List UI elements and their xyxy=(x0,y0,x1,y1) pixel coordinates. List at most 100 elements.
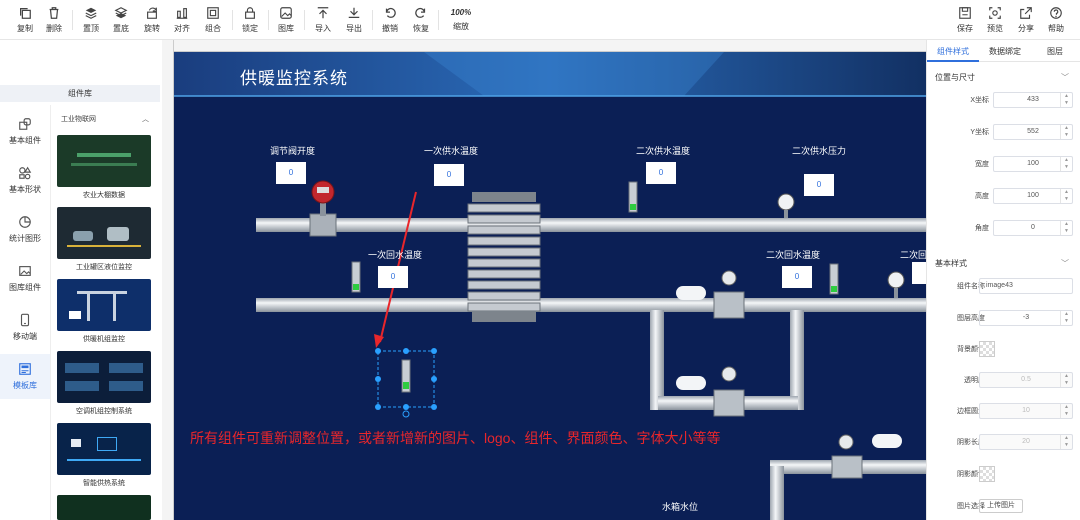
tab-layers[interactable]: 图层 xyxy=(1047,47,1063,56)
template-thumbnail xyxy=(57,135,151,187)
preview-icon xyxy=(989,7,1001,19)
vertical-ruler[interactable] xyxy=(162,40,174,520)
preview-button[interactable]: 预览 xyxy=(980,6,1010,36)
gallery-button[interactable]: 图库 xyxy=(271,6,301,36)
redo-icon xyxy=(415,7,426,18)
tab-mobile[interactable]: 移动端 xyxy=(0,305,50,350)
shadow-length-input[interactable]: 20▲▼ xyxy=(979,434,1073,450)
value-box-primary-return[interactable]: 0 xyxy=(378,266,408,288)
height-row: 高度 100▲▼ xyxy=(927,188,1080,204)
tab-template-library[interactable]: 模板库 xyxy=(0,354,50,399)
template-thumbnail xyxy=(57,207,151,259)
x-coordinate-row: X坐标 433▲▼ xyxy=(927,92,1080,108)
save-button[interactable]: 保存 xyxy=(950,6,980,36)
stepper-icon[interactable]: ▲▼ xyxy=(1060,157,1072,171)
import-button[interactable]: 导入 xyxy=(308,6,338,36)
component-library-header: 组件库 xyxy=(0,85,160,102)
template-card[interactable]: 空调机组控制系统 xyxy=(57,351,151,416)
rotate-icon xyxy=(147,7,157,19)
component-name-input[interactable]: image43 xyxy=(979,278,1073,294)
y-coordinate-input[interactable]: 552▲▼ xyxy=(993,124,1073,140)
pipe-cap xyxy=(676,376,706,390)
x-coordinate-input[interactable]: 433▲▼ xyxy=(993,92,1073,108)
width-input[interactable]: 100▲▼ xyxy=(993,156,1073,172)
toolbar-divider xyxy=(72,10,73,30)
shadow-color-picker[interactable] xyxy=(979,466,995,482)
value-box-secondary-pressure[interactable]: 0 xyxy=(804,174,834,196)
zoom-control[interactable]: 100% 缩放 xyxy=(450,8,472,31)
stepper-icon[interactable]: ▲▼ xyxy=(1060,93,1072,107)
template-card[interactable]: 供暖机组监控 xyxy=(57,279,151,344)
thermometer-sensor xyxy=(628,181,638,213)
horizontal-ruler[interactable] xyxy=(162,40,926,52)
background-color-picker[interactable] xyxy=(979,341,995,357)
share-button[interactable]: 分享 xyxy=(1011,6,1041,36)
pressure-gauge xyxy=(777,193,795,218)
template-thumbnail xyxy=(57,423,151,475)
bring-to-top-button[interactable]: 置顶 xyxy=(76,6,106,36)
rotate-button[interactable]: 旋转 xyxy=(137,6,167,36)
thermometer-sensor xyxy=(829,263,839,295)
layer-height-row: 图层高度 -3▲▼ xyxy=(927,310,1080,326)
upload-image-button[interactable]: 上传图片 xyxy=(979,499,1023,513)
help-button[interactable]: 帮助 xyxy=(1041,6,1071,36)
page-title: 供暖监控系统 xyxy=(240,69,348,88)
value-box-secondary-return[interactable]: 0 xyxy=(782,266,812,288)
top-toolbar: 复制 删除 置顶 置底 旋转 对齐 组合 锁定 图库 导入 导出 撤销 恢复 xyxy=(0,0,1080,40)
height-input[interactable]: 100▲▼ xyxy=(993,188,1073,204)
opacity-input[interactable]: 0.5▲▼ xyxy=(979,372,1073,388)
value-box-valve[interactable]: 0 xyxy=(276,162,306,184)
delete-button[interactable]: 删除 xyxy=(39,6,69,36)
template-card[interactable] xyxy=(57,495,151,520)
layer-height-input[interactable]: -3▲▼ xyxy=(979,310,1073,326)
tab-basic-shapes[interactable]: 基本形状 xyxy=(0,158,50,203)
stepper-icon[interactable]: ▲▼ xyxy=(1060,221,1072,235)
template-card[interactable]: 农业大棚数据 xyxy=(57,135,151,200)
tab-data-binding[interactable]: 数据绑定 xyxy=(989,47,1021,56)
save-icon xyxy=(959,7,971,19)
stepper-icon[interactable]: ▲▼ xyxy=(1060,435,1072,449)
design-stage[interactable]: 供暖监控系统 调节阀开度 0 一次供水温度 0 二次供水温度 0 二次供水压力 … xyxy=(174,52,926,520)
undo-button[interactable]: 撤销 xyxy=(375,6,405,36)
title-bar xyxy=(174,52,926,96)
align-button[interactable]: 对齐 xyxy=(167,6,197,36)
value-box-clipped[interactable] xyxy=(912,262,926,284)
stepper-icon[interactable]: ▲▼ xyxy=(1060,404,1072,418)
stepper-icon[interactable]: ▲▼ xyxy=(1060,373,1072,387)
stepper-icon[interactable]: ▲▼ xyxy=(1060,125,1072,139)
stepper-icon[interactable]: ▲▼ xyxy=(1060,311,1072,325)
export-button[interactable]: 导出 xyxy=(339,6,369,36)
value-box-secondary-supply[interactable]: 0 xyxy=(646,162,676,184)
template-icon xyxy=(19,363,31,375)
thermometer-sensor xyxy=(351,261,361,293)
angle-input[interactable]: 0▲▼ xyxy=(993,220,1073,236)
chevron-down-icon: ﹀ xyxy=(1061,73,1069,82)
template-list-panel: 工业物联网 ︿ 农业大棚数据 工业罐区液位监控 供暖机组监控 xyxy=(50,105,160,520)
help-icon xyxy=(1050,7,1062,19)
chevron-down-icon: ﹀ xyxy=(1061,259,1069,268)
tab-image-library[interactable]: 图库组件 xyxy=(0,256,50,301)
tab-charts[interactable]: 统计图形 xyxy=(0,207,50,252)
template-card[interactable]: 智能供热系统 xyxy=(57,423,151,488)
lock-button[interactable]: 锁定 xyxy=(235,6,265,36)
shadow-length-row: 阴影长度 20▲▼ xyxy=(927,434,1080,450)
redo-button[interactable]: 恢复 xyxy=(406,6,436,36)
y-coordinate-row: Y坐标 552▲▼ xyxy=(927,124,1080,140)
copy-button[interactable]: 复制 xyxy=(10,6,40,36)
group-button[interactable]: 组合 xyxy=(198,6,228,36)
tab-component-style[interactable]: 组件样式 xyxy=(937,47,969,56)
template-group-header[interactable]: 工业物联网 ︿ xyxy=(61,116,149,123)
send-to-bottom-button[interactable]: 置底 xyxy=(106,6,136,36)
template-card[interactable]: 工业罐区液位监控 xyxy=(57,207,151,272)
label-secondary-return-temp: 二次回水温度 xyxy=(766,250,821,260)
delete-icon xyxy=(49,7,59,19)
width-row: 宽度 100▲▼ xyxy=(927,156,1080,172)
border-radius-input[interactable]: 10▲▼ xyxy=(979,403,1073,419)
tab-basic-components[interactable]: 基本组件 xyxy=(0,109,50,154)
basic-components-icon xyxy=(19,118,31,130)
template-thumbnail xyxy=(57,351,151,403)
value-box-primary-supply[interactable]: 0 xyxy=(434,164,464,186)
stepper-icon[interactable]: ▲▼ xyxy=(1060,189,1072,203)
basic-style-section[interactable]: 基本样式 ﹀ xyxy=(935,259,1069,268)
position-size-section[interactable]: 位置与尺寸 ﹀ xyxy=(935,73,1069,82)
